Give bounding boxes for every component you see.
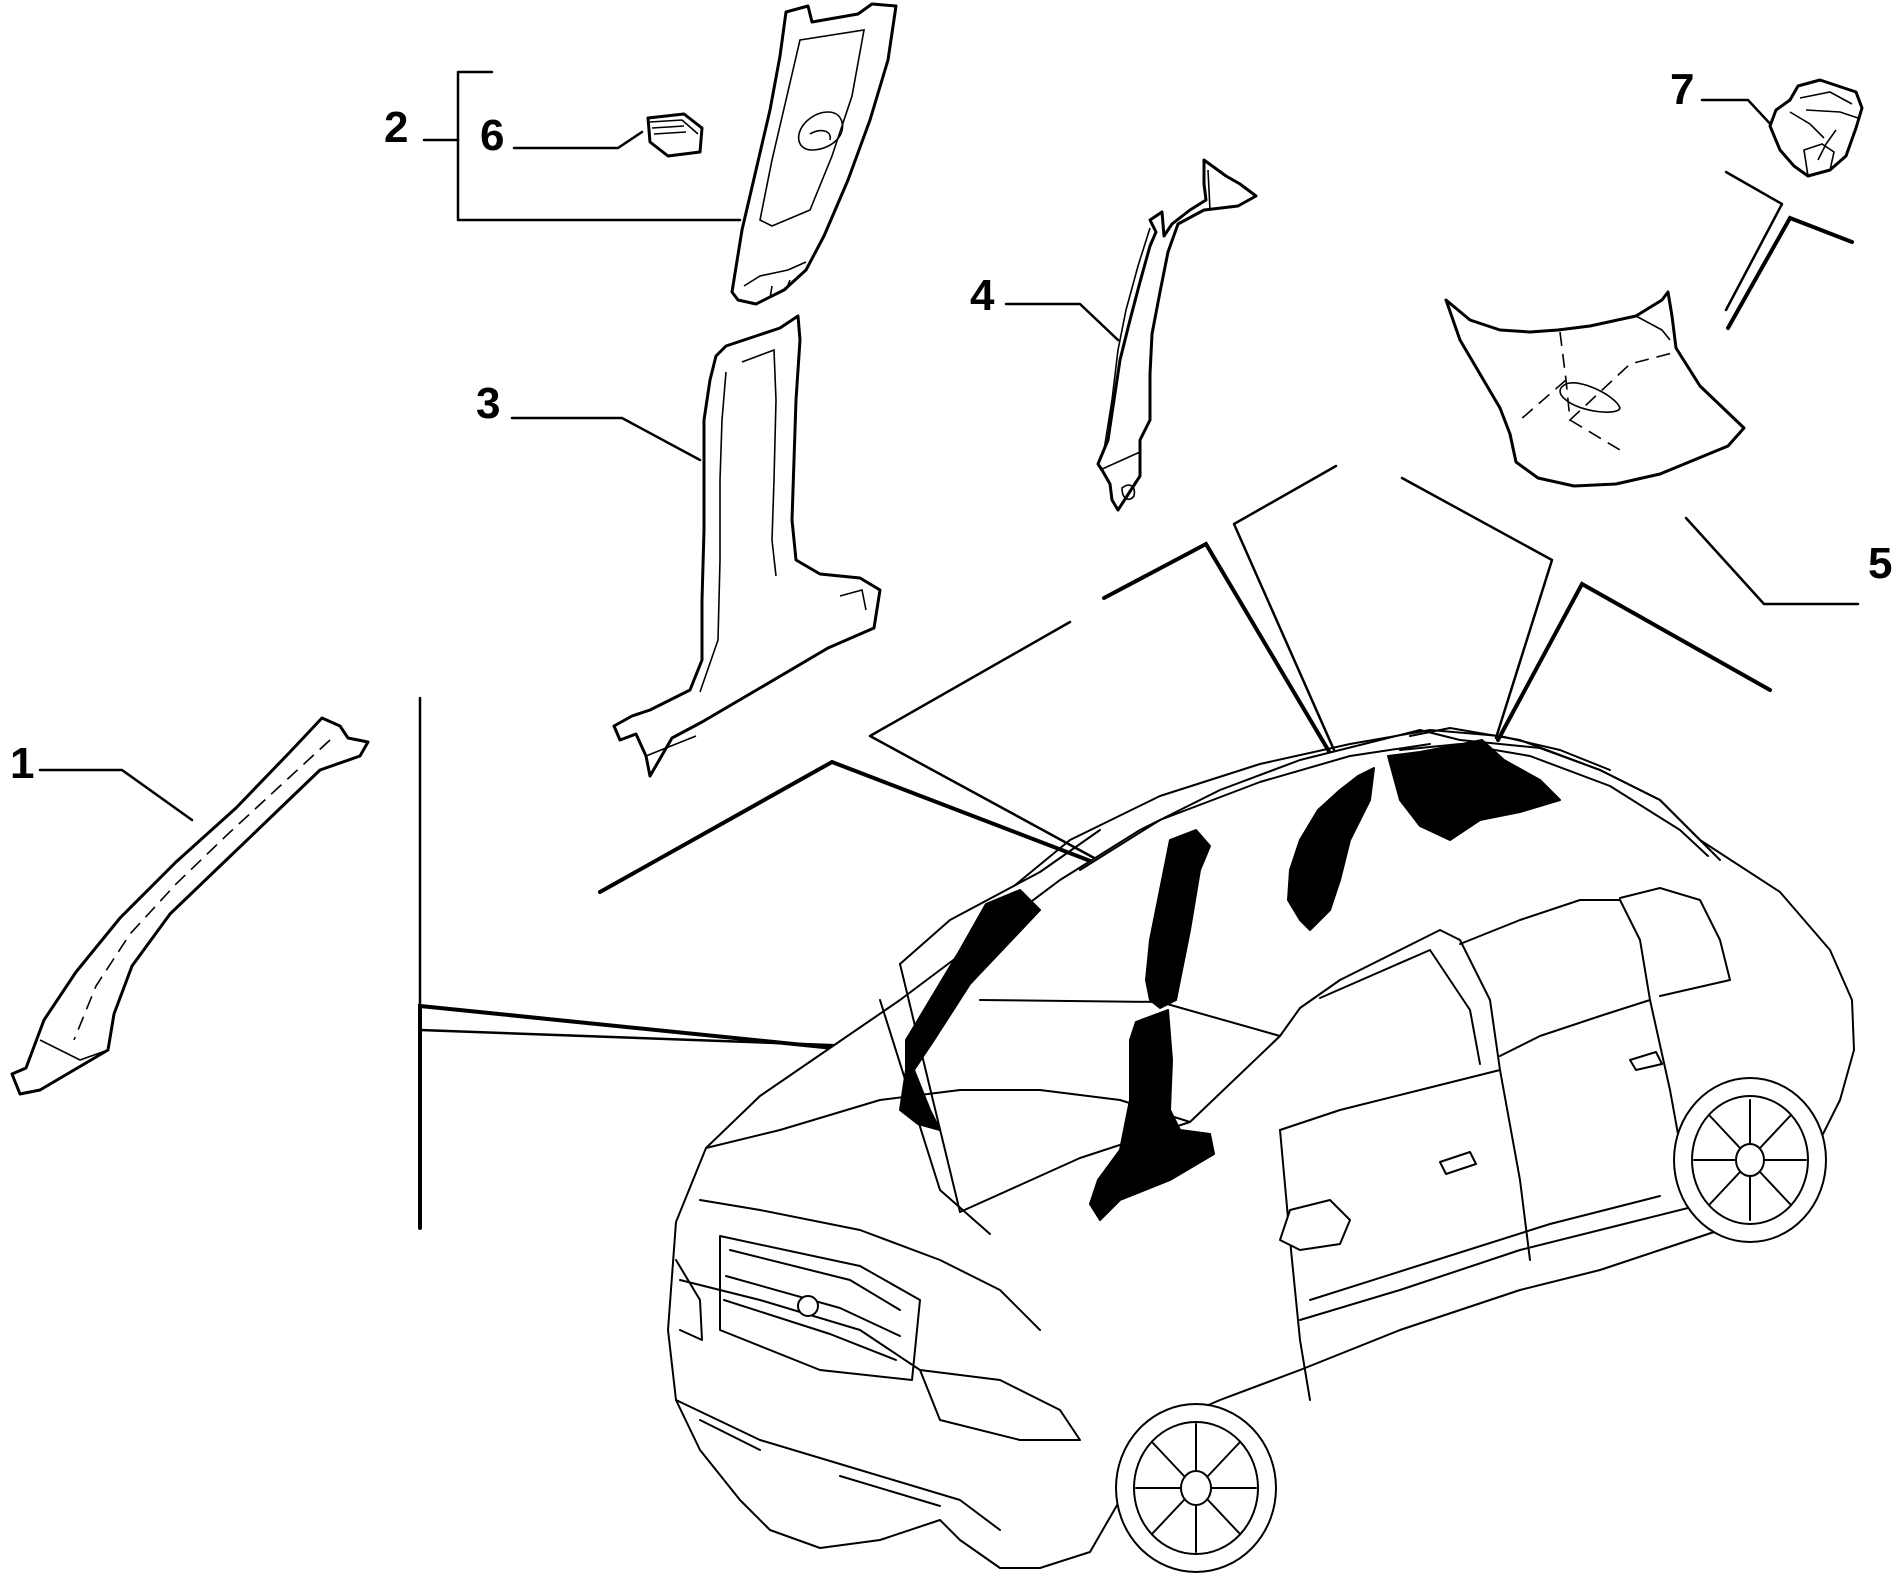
part-5-rear-quarter-trim <box>1444 290 1746 488</box>
guide-part-3-b <box>598 759 1142 894</box>
callout-2: 2 <box>384 103 408 152</box>
leader-line-5 <box>1684 516 1860 606</box>
guide-part-5-a <box>1400 476 1554 740</box>
leader-line-7 <box>1700 98 1776 130</box>
callout-5: 5 <box>1868 539 1892 588</box>
part-6-clip <box>646 112 704 158</box>
part-1-a-pillar-trim <box>10 716 370 1096</box>
guide-part-5-b <box>1496 581 1772 742</box>
callout-6: 6 <box>480 111 504 160</box>
leader-line-3 <box>510 416 702 462</box>
part-2-upper-b-pillar-trim <box>730 2 898 306</box>
guide-part-4-b <box>1102 541 1342 772</box>
guide-part-3-a <box>868 620 1144 886</box>
front-wheel <box>1115 1403 1277 1573</box>
car-rear-quarter-highlight <box>1387 739 1561 841</box>
part-3-lower-b-pillar-trim <box>612 314 882 778</box>
callout-7: 7 <box>1670 65 1694 114</box>
car-a-pillar-highlight <box>899 889 1041 1131</box>
bracket-2 <box>456 70 742 222</box>
guide-part-4-a <box>1232 464 1344 770</box>
leader-line-1 <box>38 768 194 822</box>
part-4-rear-pillar-trim <box>1096 158 1258 512</box>
callout-3: 3 <box>476 379 500 428</box>
car-rear-pillar-highlight <box>1287 767 1375 931</box>
leader-line-4 <box>1004 302 1120 342</box>
part-7-clip <box>1768 78 1864 178</box>
leader-line-6 <box>512 130 644 150</box>
car-b-pillar-upper-highlight <box>1145 829 1211 1009</box>
rear-wheel <box>1673 1077 1827 1243</box>
callout-1: 1 <box>10 739 34 788</box>
guide-part-1-b <box>418 1003 914 1230</box>
car-illustration <box>667 727 1855 1573</box>
callout-4: 4 <box>970 271 995 320</box>
guide-lines <box>418 170 1854 1230</box>
guide-part-7-a <box>1724 170 1784 312</box>
car-b-pillar-lower-highlight <box>1089 1009 1215 1221</box>
guide-part-7-b <box>1726 215 1854 330</box>
leader-lines <box>38 70 1860 822</box>
